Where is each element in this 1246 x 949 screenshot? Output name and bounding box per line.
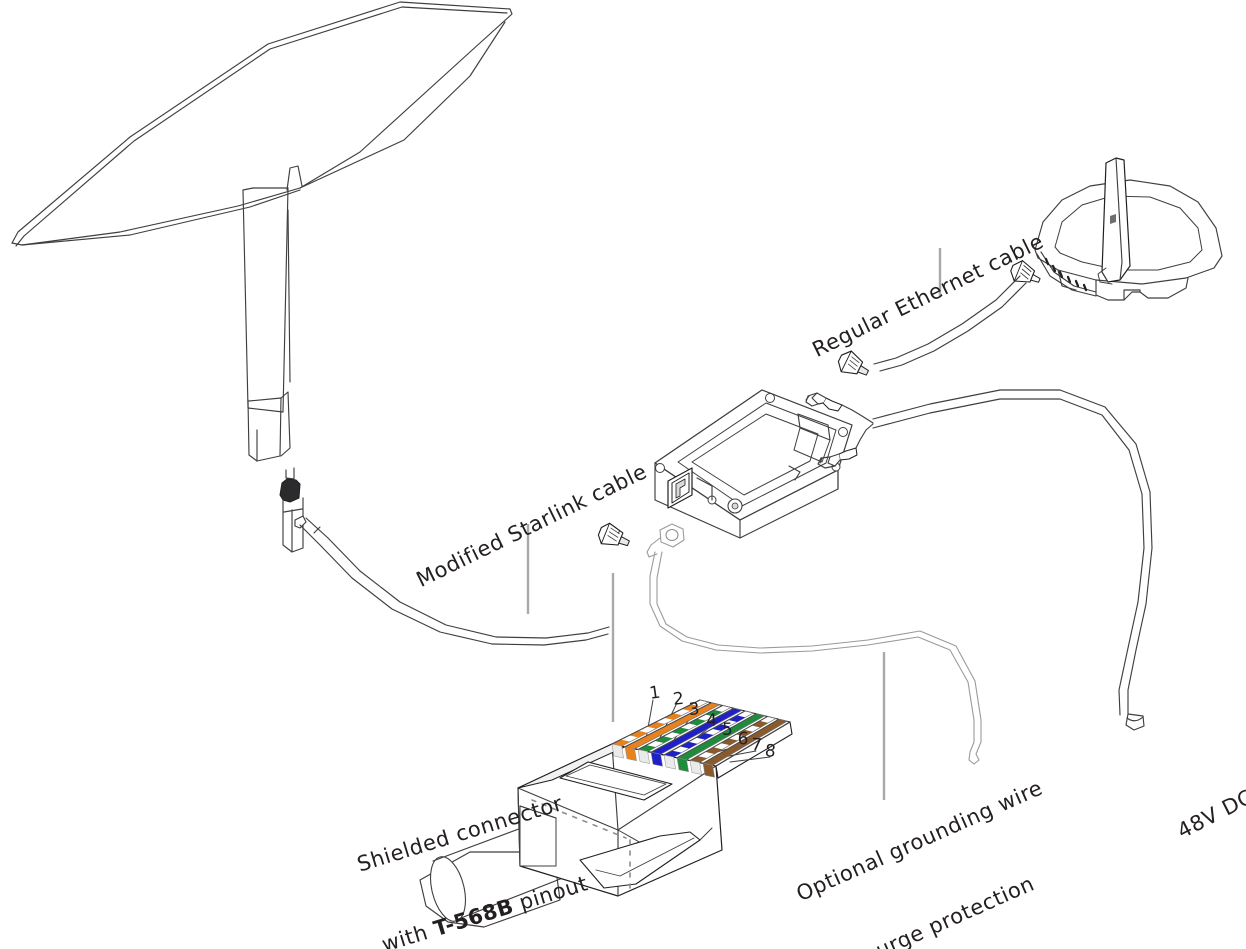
wire-stripe-pin-3: [637, 745, 656, 752]
label-text: 48V DC: [1173, 784, 1246, 844]
wire-stripe-pin-1: [681, 704, 700, 712]
wire-edge-pin-1: [611, 743, 624, 759]
poe-injector-box: [654, 389, 853, 539]
modified-starlink-cable: [279, 478, 630, 646]
contact-divider: [676, 713, 757, 759]
label-line-2-suffix: pinout: [509, 870, 591, 917]
wire-stripe-pin-1: [664, 713, 683, 720]
wire-edge-pin-3: [637, 749, 650, 764]
wire-stripe-pin-5: [712, 724, 730, 731]
wire-stripe-pin-3: [671, 727, 690, 735]
wire-edge-pin-2: [624, 746, 637, 762]
label-leader-lines: [526, 248, 942, 800]
starlink-router: [1034, 157, 1223, 301]
wire-edge-pin-8: [702, 762, 715, 778]
label-line-2-prefix: with: [378, 917, 438, 949]
contact-divider: [650, 707, 734, 753]
wire-stripe-pin-5: [728, 715, 746, 723]
wire-stripe-pin-3: [705, 709, 723, 717]
contact-divider: [702, 718, 780, 764]
contact-divider: [689, 716, 768, 761]
pinout-standard: T-568B: [430, 893, 517, 941]
wire-stripe-pin-5: [695, 733, 714, 740]
wire-stripe-pin-1: [646, 722, 665, 729]
pin-number-7: 7: [750, 734, 764, 756]
wire-stripe-pin-3: [688, 718, 706, 726]
wire-stripe-pin-3: [654, 736, 673, 743]
wire-stripe-pin-7: [689, 756, 708, 763]
contact-divider: [663, 710, 746, 756]
contact-divider: [624, 702, 712, 748]
wire-edge-pin-7: [689, 760, 702, 775]
wire-stripe-pin-1: [629, 730, 648, 738]
pin-number-3: 3: [688, 699, 701, 720]
contact-divider: [611, 699, 701, 745]
label-line-2: with T-568B pinout: [379, 870, 592, 949]
pin-number-4: 4: [706, 710, 719, 731]
wire-stripe-pin-5: [679, 741, 698, 749]
label-line-1: Shielded connector: [354, 791, 566, 877]
contact-divider: [715, 721, 791, 767]
starlink-dish-antenna: [11, 1, 513, 480]
pin-number-2: 2: [672, 688, 686, 710]
wire-stripe-pin-1: [611, 739, 631, 747]
pin-number-6: 6: [737, 728, 750, 750]
wire-color-strips: [610, 699, 791, 778]
regular-ethernet-cable: [837, 257, 1045, 376]
wire-edge-pin-4: [650, 751, 663, 767]
optional-grounding-wire: [646, 523, 982, 765]
contact-divider: [637, 705, 723, 750]
power-cable-48v: [805, 389, 1153, 731]
pin-number-5: 5: [722, 720, 734, 740]
wire-stripe-pin-7: [736, 729, 753, 737]
wire-stripe-pin-7: [720, 738, 738, 746]
wire-edge-pin-5: [663, 754, 676, 770]
pin-number-8: 8: [763, 740, 778, 763]
wire-stripe-pin-5: [663, 750, 682, 758]
wire-stripe-pin-7: [705, 747, 723, 754]
wire-stripe-pin-7: [751, 720, 769, 728]
wire-edge-pin-6: [676, 757, 689, 773]
